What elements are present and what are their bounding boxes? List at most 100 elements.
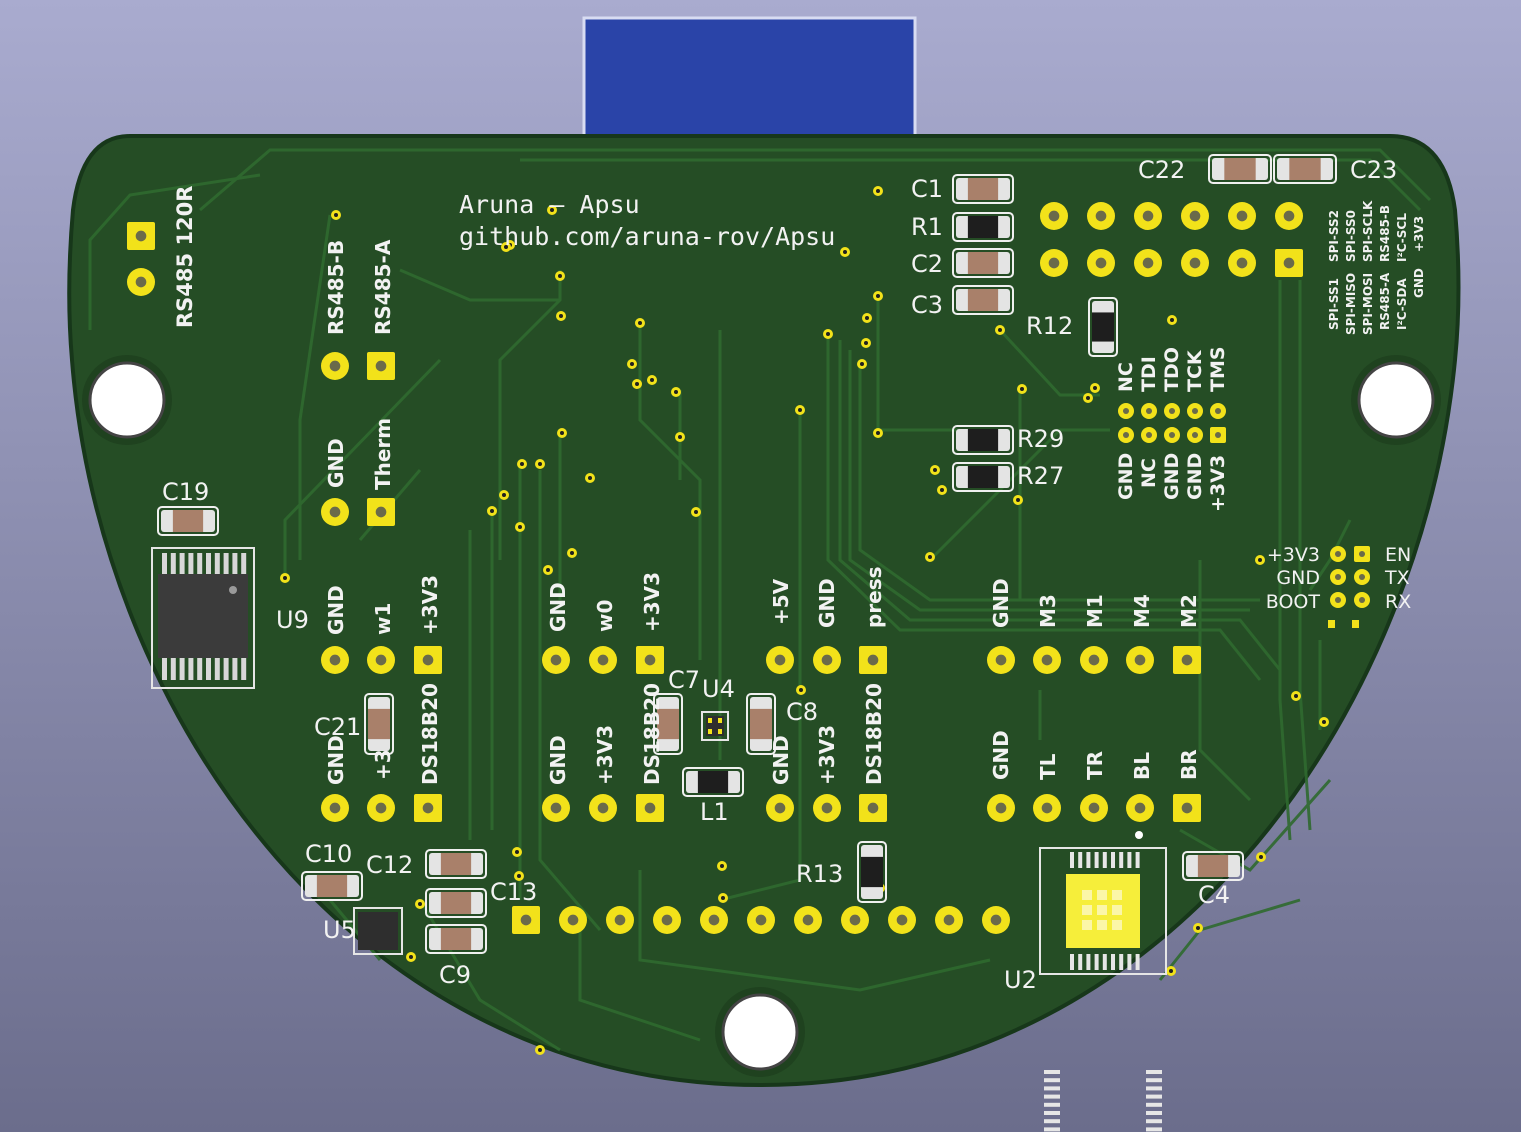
via-hole <box>517 874 521 878</box>
label-gnd-l3: GND <box>769 735 793 785</box>
pad-hole <box>1134 802 1146 814</box>
ic-u2-grid-cell <box>1097 890 1107 900</box>
smd-outline <box>425 924 487 954</box>
label-therm: Therm <box>371 418 395 490</box>
label-gnd-motor: GND <box>989 578 1013 628</box>
ic-u2 <box>1039 831 1167 1132</box>
pad-hole <box>774 802 786 814</box>
ic-u2-pin <box>1078 954 1083 970</box>
label-tr: TR <box>1083 751 1107 780</box>
label-jtag-nc2: NC <box>1138 458 1160 488</box>
ic-u2-pin <box>1135 954 1140 970</box>
ic-u2-pin <box>1044 1119 1060 1124</box>
ic-u2-pin <box>1119 954 1124 970</box>
ref-c3: C3 <box>911 291 943 319</box>
ic-u2-pin <box>1111 954 1115 970</box>
pad-hole <box>135 276 147 288</box>
smd-outline <box>952 425 1014 455</box>
ref-u4: U4 <box>702 675 735 703</box>
label-jtag-tms: TMS <box>1207 346 1229 392</box>
pad-hole <box>1334 550 1342 558</box>
ic-u2-pin <box>1102 954 1107 970</box>
ic-u2-grid-cell <box>1112 905 1122 915</box>
via-hole <box>504 245 508 249</box>
label-spi-ss2: SPI-SS2 <box>1327 210 1341 262</box>
ic-u9-pin <box>232 658 238 680</box>
pad-hole <box>774 654 786 666</box>
via-hole <box>559 314 563 318</box>
pad-hole <box>1236 210 1248 222</box>
via-hole <box>678 435 682 439</box>
smd-body <box>697 771 729 793</box>
via-hole <box>515 850 519 854</box>
label-rs485-a2: RS485-A <box>1378 272 1392 330</box>
ic-u9-pin <box>179 658 185 680</box>
smd-body <box>440 892 472 914</box>
label-gnd-u3: GND <box>815 578 839 628</box>
smd-body <box>967 216 999 238</box>
smd-body <box>967 466 999 488</box>
smd-outline <box>425 888 487 918</box>
ic-u2-pin <box>1127 852 1132 868</box>
ic-u2-grid-cell <box>1082 905 1092 915</box>
ic-u5-body <box>358 912 398 950</box>
pad-hole <box>550 802 562 814</box>
ic-u2-grid-cell <box>1097 920 1107 930</box>
mounting-holes <box>82 355 1441 1077</box>
ref-c9: C9 <box>439 961 471 989</box>
label-boot: BOOT <box>1266 591 1321 613</box>
pad-hole <box>422 654 434 666</box>
pad-hole <box>520 914 532 926</box>
ic-u2-pin <box>1102 852 1107 868</box>
pad-hole <box>329 360 341 372</box>
ic-u2-pin <box>1146 1078 1162 1083</box>
via-hole <box>843 250 847 254</box>
label-spi-mosi: SPI-MOSI <box>1361 273 1375 335</box>
ic-u2-pin <box>1146 1127 1162 1132</box>
smd-body <box>316 875 348 897</box>
label-spi-miso: SPI-MISO <box>1344 273 1358 335</box>
smd-outline <box>952 212 1014 242</box>
smd-body <box>440 928 472 950</box>
pad-hole <box>1358 596 1366 604</box>
via-hole <box>860 362 864 366</box>
ref-c21: C21 <box>314 713 361 741</box>
label-press: press <box>862 566 886 628</box>
ref-c12: C12 <box>366 851 413 879</box>
pad-hole <box>1134 654 1146 666</box>
smd-body <box>172 510 204 532</box>
label-3v3-l3: +3V3 <box>815 725 839 785</box>
board-url: github.com/aruna-rov/Apsu <box>459 222 835 251</box>
ic-u2-pin <box>1044 1102 1060 1107</box>
ic-u9-pin <box>241 553 247 575</box>
label-ds18b20-l2: DS18B20 <box>640 683 664 785</box>
pad-hole <box>1122 407 1130 415</box>
label-jtag-gnd3: GND <box>1184 453 1206 500</box>
via-hole <box>864 341 868 345</box>
ic-u9-pin <box>179 553 185 575</box>
via-hole <box>502 493 506 497</box>
via-hole <box>409 955 413 959</box>
pad-hole <box>867 654 879 666</box>
ic-u9-pin <box>214 658 220 680</box>
ic-u9-pin <box>170 658 176 680</box>
label-3v3-u2: +3V3 <box>640 572 664 632</box>
pad-hole <box>375 654 387 666</box>
ic-u2-pin <box>1111 852 1115 868</box>
smd-outline <box>952 462 1014 492</box>
label-m1: M1 <box>1083 594 1107 628</box>
pad-hole <box>661 914 673 926</box>
via-hole <box>940 488 944 492</box>
via-hole <box>638 321 642 325</box>
label-5v: +5V <box>769 578 793 625</box>
pad-hole <box>849 914 861 926</box>
pad-hole <box>1145 431 1153 439</box>
label-jtag-tdo: TDO <box>1161 347 1183 392</box>
pad-hole <box>422 802 434 814</box>
pad-hole <box>802 914 814 926</box>
pad-hole <box>896 914 908 926</box>
label-w0: w0 <box>593 600 617 632</box>
smd-body <box>657 708 679 740</box>
mount-hole-left <box>88 361 166 439</box>
ic-u5 <box>353 907 403 955</box>
